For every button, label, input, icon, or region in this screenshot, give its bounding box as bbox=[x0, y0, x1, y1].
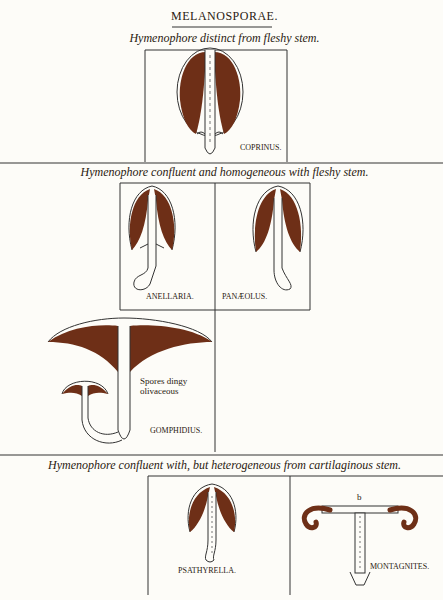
part-letter: b bbox=[357, 492, 362, 502]
section-heading: Hymenophore distinct from fleshy stem. bbox=[3, 32, 443, 46]
genus-name: GOMPHIDIUS. bbox=[150, 426, 202, 435]
coprinus-figure bbox=[177, 48, 243, 154]
section-heading: Hymenophore confluent with, but heteroge… bbox=[3, 459, 443, 473]
montagnites-figure bbox=[304, 506, 415, 585]
genus-name: PSATHYRELLA. bbox=[178, 566, 236, 575]
psathyrella-figure bbox=[188, 484, 236, 562]
table-rules bbox=[0, 27, 443, 595]
gomphidius-figure bbox=[48, 318, 212, 443]
genus-name: MONTAGNITES. bbox=[370, 562, 429, 571]
anellaria-figure bbox=[129, 186, 175, 290]
plate-title: MELANOSPORAE. bbox=[3, 10, 443, 24]
spore-note: Spores dingy olivaceous bbox=[140, 376, 210, 397]
panaeolus-figure bbox=[253, 186, 303, 290]
genus-name: ANELLARIA. bbox=[146, 292, 194, 301]
genus-name: PANÆOLUS. bbox=[222, 292, 267, 301]
genus-name: COPRINUS. bbox=[240, 143, 282, 152]
section-heading: Hymenophore confluent and homogeneous wi… bbox=[3, 166, 443, 180]
